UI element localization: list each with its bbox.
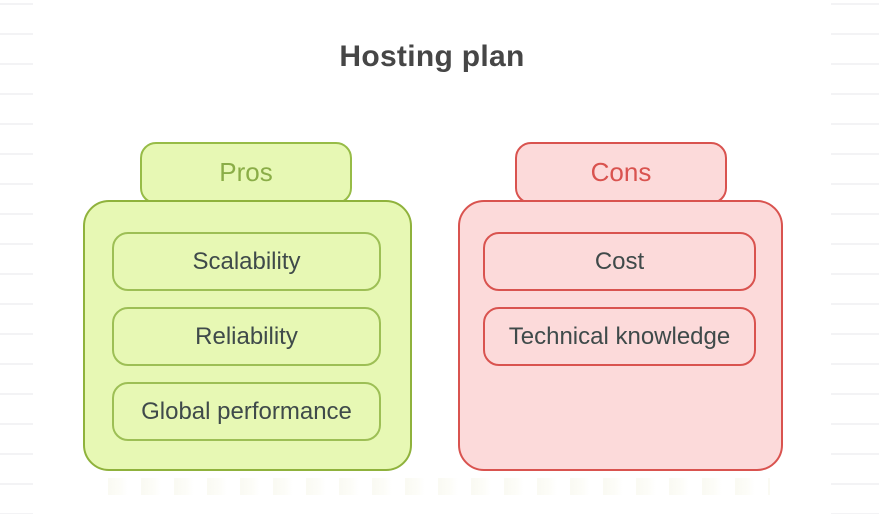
- cons-item-label: Cost: [594, 247, 645, 275]
- cons-item-label: Technical knowledge: [508, 322, 731, 350]
- pros-item-label: Scalability: [192, 247, 301, 275]
- cons-item: Technical knowledge: [483, 307, 756, 366]
- pros-header-tab: Pros: [140, 142, 352, 204]
- watermark-pattern: [108, 478, 770, 495]
- pros-item: Reliability: [112, 307, 381, 366]
- cons-card: Cost Technical knowledge: [458, 200, 783, 471]
- pros-item-label: Global performance: [141, 397, 352, 425]
- cons-header-label: Cons: [590, 157, 652, 187]
- cons-item: Cost: [483, 232, 756, 291]
- pros-header-label: Pros: [219, 157, 273, 187]
- pros-item-label: Reliability: [195, 322, 298, 350]
- pros-card: Scalability Reliability Global performan…: [83, 200, 412, 471]
- pros-item: Global performance: [112, 382, 381, 441]
- cons-header-tab: Cons: [515, 142, 727, 204]
- pros-item: Scalability: [112, 232, 381, 291]
- diagram-title: Hosting plan: [339, 40, 525, 73]
